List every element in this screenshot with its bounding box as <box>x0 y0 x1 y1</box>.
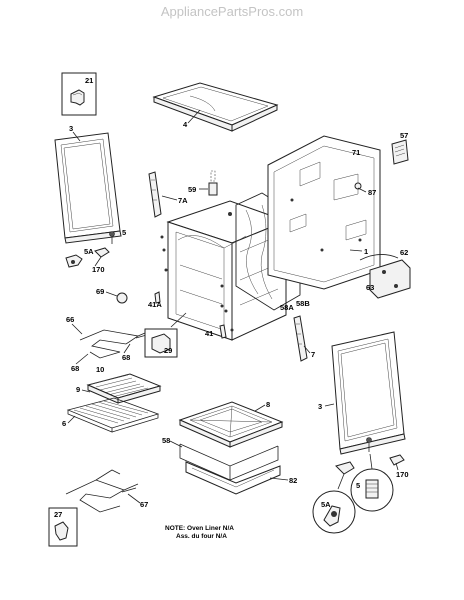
part-71-back-panel[interactable]: 71 87 1 <box>267 135 381 290</box>
part-82-drawer-glide[interactable]: 82 <box>185 461 297 495</box>
callout-62: 62 <box>400 248 408 257</box>
callout-170-right: 170 <box>396 470 409 479</box>
part-7-hinge-receiver[interactable]: 7 <box>293 315 315 362</box>
part-5a-inset-circle[interactable]: 5A <box>312 473 356 534</box>
callout-5a-left: 5A <box>84 247 94 256</box>
callout-5-right: 5 <box>356 481 360 490</box>
note-block: NOTE: Oven Liner N/A Ass. du four N/A <box>165 525 234 540</box>
callout-71: 71 <box>352 148 360 157</box>
callout-10: 10 <box>96 365 104 374</box>
part-58a-58b-insulation[interactable]: 58A 58B <box>235 192 310 312</box>
callout-41: 41 <box>205 329 213 338</box>
callout-63: 63 <box>366 283 374 292</box>
note-line-1: NOTE: Oven Liner N/A <box>165 525 234 532</box>
part-3-door-glass-right[interactable]: 3 <box>318 331 406 455</box>
part-21-inset[interactable]: 21 <box>61 72 97 116</box>
part-58-drawer-body[interactable]: 58 <box>162 436 279 481</box>
part-27-inset[interactable]: 27 <box>48 507 78 547</box>
callout-7: 7 <box>311 350 315 359</box>
callout-59: 59 <box>188 185 196 194</box>
callout-1: 1 <box>364 247 368 256</box>
callout-3-right: 3 <box>318 402 322 411</box>
callout-9: 9 <box>76 385 80 394</box>
callout-82: 82 <box>289 476 297 485</box>
callout-66: 66 <box>66 315 74 324</box>
part-8-storage-drawer[interactable]: 8 <box>178 400 284 448</box>
callout-170-left: 170 <box>92 265 105 274</box>
note-line-2: Ass. du four N/A <box>176 533 227 540</box>
callout-58a: 58A <box>280 303 294 312</box>
callout-87: 87 <box>368 188 376 197</box>
callout-5a-right: 5A <box>321 500 331 509</box>
part-29-inset[interactable]: 29 <box>144 312 187 358</box>
callout-67: 67 <box>140 500 148 509</box>
part-9-10-broiler-pan[interactable]: 10 9 <box>76 365 162 404</box>
part-67-broil-element[interactable]: 67 <box>65 469 148 513</box>
callout-29: 29 <box>164 346 172 355</box>
callout-68-left: 68 <box>71 364 79 373</box>
part-5a-hinge-left[interactable]: 5 5A 170 <box>65 228 126 274</box>
callout-4: 4 <box>183 120 188 129</box>
callout-58b: 58B <box>296 299 310 308</box>
part-62-63-sensor[interactable]: 62 63 <box>359 248 411 299</box>
part-59-connector[interactable]: 59 <box>188 170 218 196</box>
part-7a-hinge-receiver[interactable]: 7A <box>148 171 188 218</box>
part-57-plate[interactable]: 57 <box>391 131 409 165</box>
callout-7a: 7A <box>178 196 188 205</box>
callout-41a: 41A <box>148 300 162 309</box>
callout-68-right: 68 <box>122 353 130 362</box>
part-3-door-glass-left[interactable]: 3 <box>54 124 122 244</box>
part-41-bracket[interactable]: 41 <box>205 324 227 339</box>
callout-69: 69 <box>96 287 104 296</box>
part-66-bake-element[interactable]: 66 68 68 <box>66 315 153 373</box>
part-69-light-lens[interactable]: 69 <box>96 287 128 304</box>
callout-8: 8 <box>266 400 270 409</box>
callout-6: 6 <box>62 419 66 428</box>
part-41a-bracket[interactable]: 41A <box>148 291 162 309</box>
part-5-5a-170-hinge-right[interactable]: 170 <box>335 437 409 480</box>
callout-5-left: 5 <box>122 228 126 237</box>
callout-58: 58 <box>162 436 170 445</box>
part-6-oven-rack[interactable]: 6 <box>62 397 160 433</box>
callout-3-top: 3 <box>69 124 73 133</box>
site-watermark: AppliancePartsPros.com <box>160 4 304 19</box>
part-5-inset-circle[interactable]: 5 <box>350 453 394 512</box>
callout-57: 57 <box>400 131 408 140</box>
callout-27: 27 <box>54 510 62 519</box>
part-4-top-panel[interactable]: 4 <box>152 82 279 132</box>
callout-21: 21 <box>85 76 93 85</box>
